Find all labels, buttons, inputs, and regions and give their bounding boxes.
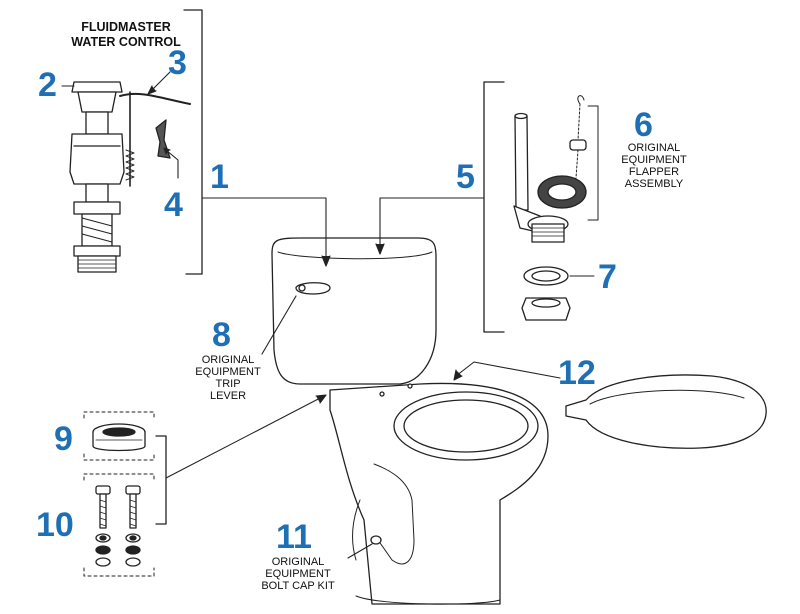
flapper-caption-line-3: FLAPPER [628, 166, 680, 178]
fill-valve-bracket [183, 9, 203, 275]
callout-7: 7 [598, 258, 617, 296]
bolt-cap-caption-line-2: EQUIPMENT [265, 568, 331, 580]
fill-valve-icon [69, 81, 191, 273]
callout-8: 8 [212, 316, 231, 354]
flapper-caption-line-2: EQUIPMENT [621, 154, 687, 166]
trip-lever-caption-line-1: ORIGINAL [201, 354, 255, 366]
trip-lever-caption: ORIGINAL EQUIPMENT TRIP LEVER [180, 354, 276, 402]
fill-valve-title-line-1: FLUIDMASTER [81, 20, 171, 34]
toilet-tank-icon [271, 237, 437, 385]
trip-lever-caption-line-2: EQUIPMENT [195, 366, 261, 378]
callout-9: 9 [54, 420, 73, 458]
tank-gasket-icon [92, 423, 146, 452]
toilet-seat-icon [565, 374, 767, 449]
trip-lever-caption-line-4: LEVER [209, 390, 247, 402]
tank-bolts-icon [95, 485, 141, 567]
flapper-caption-line-1: ORIGINAL [627, 142, 681, 154]
callout-6: 6 [634, 106, 653, 144]
bolt-cap-caption-line-3: BOLT CAP KIT [261, 580, 335, 592]
callout-3: 3 [168, 44, 187, 82]
callout-2: 2 [38, 66, 57, 104]
flapper-caption: ORIGINAL EQUIPMENT FLAPPER ASSEMBLY [606, 142, 702, 190]
toilet-bowl-icon [329, 382, 549, 605]
callout-12: 12 [558, 354, 596, 392]
bolt-cap-caption: ORIGINAL EQUIPMENT BOLT CAP KIT [246, 556, 350, 592]
flush-valve-bracket [483, 81, 505, 333]
flapper-caption-line-4: ASSEMBLY [624, 178, 684, 190]
bolt-cap-caption-line-1: ORIGINAL [271, 556, 325, 568]
callout-1: 1 [210, 158, 229, 196]
flush-valve-icon [513, 95, 587, 321]
callout-4: 4 [164, 186, 183, 224]
callout-5: 5 [456, 158, 475, 196]
trip-lever-caption-line-3: TRIP [215, 378, 241, 390]
callout-11: 11 [276, 518, 312, 556]
fill-valve-title: FLUIDMASTER WATER CONTROL [46, 20, 206, 50]
callout-10: 10 [36, 506, 74, 544]
fill-valve-title-line-2: WATER CONTROL [71, 35, 181, 49]
leader-lines [61, 71, 595, 559]
